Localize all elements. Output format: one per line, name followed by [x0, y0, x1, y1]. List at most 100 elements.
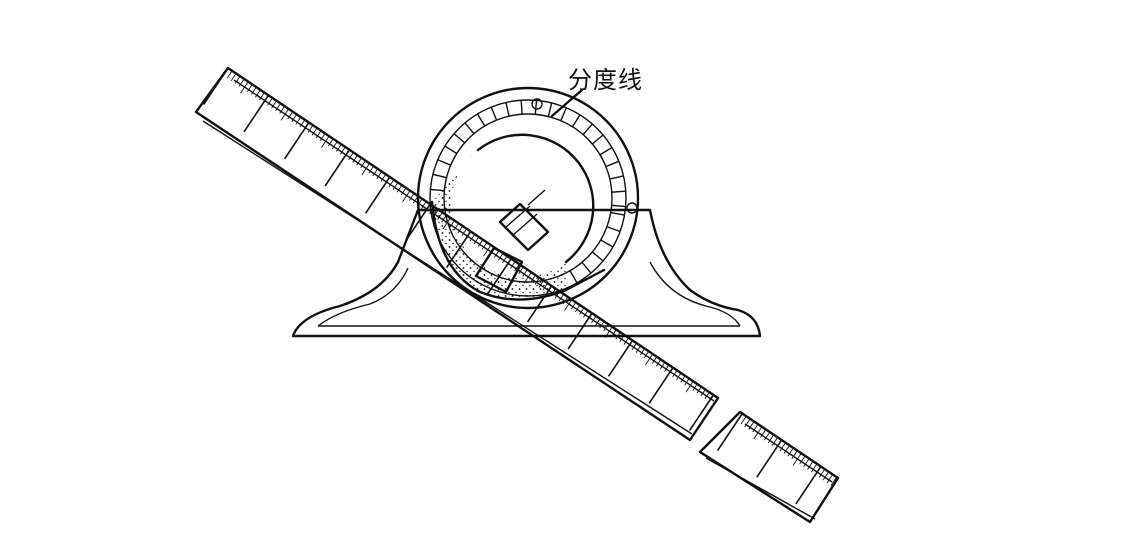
- rule-tick: [238, 78, 245, 87]
- lock-marker: [626, 202, 638, 214]
- rule-tick: [388, 179, 395, 188]
- rule-tick: [518, 266, 525, 275]
- rule-tick: [380, 173, 387, 182]
- rule-tick: [664, 363, 670, 372]
- rule-tick: [803, 459, 809, 468]
- rule-tick: [461, 228, 468, 237]
- rule-tick: [615, 331, 622, 340]
- graduation-tick: [444, 145, 458, 155]
- rule-tick: [356, 157, 363, 166]
- graduated-ring: [416, 86, 640, 310]
- rule-tick: [311, 127, 318, 136]
- rule-tick: [514, 263, 520, 272]
- rule-tick: [489, 247, 496, 256]
- rule-tick: [740, 416, 747, 425]
- rule-tick: [830, 477, 837, 486]
- rule-tick: [368, 165, 375, 174]
- rule-tick: [603, 323, 610, 332]
- rule-tick: [421, 200, 427, 209]
- rule-tick: [542, 282, 549, 291]
- rule-tick: [267, 97, 273, 106]
- rule-tick: [648, 366, 675, 404]
- rule-tick: [498, 252, 504, 261]
- rule-tick: [764, 432, 770, 441]
- rule-tick: [250, 86, 257, 95]
- graduation-tick: [611, 204, 626, 208]
- graduation-tick: [591, 134, 604, 145]
- graduation-tick: [505, 102, 510, 117]
- rule-tick: [405, 203, 432, 241]
- rule-tick: [340, 146, 346, 155]
- rule-tick: [234, 75, 241, 84]
- rule-tick: [639, 347, 646, 356]
- rule-tick: [779, 443, 786, 452]
- rule-tick: [564, 298, 573, 311]
- graduation-marks: [430, 100, 626, 284]
- rule-tick: [327, 138, 334, 147]
- rule-tick: [604, 325, 614, 338]
- graduation-tick: [490, 106, 498, 121]
- rule-tick: [202, 67, 229, 106]
- rule-tick: [255, 89, 261, 98]
- rule-tick: [433, 209, 439, 218]
- rule-tick: [502, 255, 508, 264]
- rule-tick: [287, 111, 294, 120]
- rule-tick: [315, 130, 322, 139]
- rule-tick: [246, 84, 253, 93]
- graduation-tick: [610, 211, 625, 216]
- rule-tick: [324, 149, 351, 187]
- rule-tick: [579, 306, 585, 315]
- rule-tick: [412, 195, 419, 204]
- rule-tick: [822, 472, 829, 481]
- rule-tick: [271, 100, 277, 109]
- rule-tick: [791, 451, 798, 460]
- rule-tick: [280, 108, 290, 121]
- graduation-tick: [534, 100, 538, 115]
- rule-tick: [787, 448, 794, 457]
- rule-tick: [595, 317, 601, 326]
- rule-tick: [523, 271, 533, 284]
- graduation-tick: [571, 114, 581, 128]
- rule-tick: [526, 284, 553, 323]
- rule-tick: [753, 427, 762, 440]
- rule-tick: [291, 113, 298, 122]
- graduation-tick: [582, 123, 593, 136]
- rule-tick: [688, 393, 715, 432]
- graduation-tick: [437, 159, 451, 166]
- graduation-tick: [605, 160, 620, 168]
- rule-tick: [453, 222, 460, 231]
- rule-tick: [643, 350, 650, 359]
- rule-tick: [226, 70, 233, 79]
- graduation-tick: [581, 261, 592, 274]
- rule-tick: [672, 369, 678, 378]
- rule-tick: [826, 475, 833, 484]
- rule-tick: [522, 268, 529, 277]
- protractor-base: [291, 208, 762, 338]
- rule-tick: [752, 424, 759, 433]
- graduation-tick: [606, 226, 621, 233]
- rule-tick: [645, 353, 654, 366]
- rule-tick: [631, 342, 638, 351]
- rule-tick: [259, 92, 265, 101]
- rule-tick: [336, 143, 342, 152]
- rule-tick: [792, 453, 802, 466]
- rule-tick: [295, 116, 302, 125]
- rule-tick: [676, 372, 682, 381]
- rule-tick: [716, 413, 743, 452]
- rule-tick: [696, 385, 703, 394]
- rule-tick: [279, 105, 286, 114]
- rule-tick: [748, 421, 755, 430]
- rule-tick: [240, 81, 249, 94]
- rule-tick: [307, 124, 314, 133]
- rule-tick: [744, 419, 751, 428]
- rule-tick: [767, 435, 774, 444]
- rule-tick: [230, 73, 237, 82]
- rule-tick: [607, 339, 634, 377]
- rule-tick: [400, 187, 407, 196]
- graduation-tick: [432, 173, 447, 179]
- rule-tick: [651, 355, 658, 364]
- graduation-tick: [591, 251, 604, 262]
- rule-tick: [771, 437, 778, 446]
- rule-tick: [321, 135, 330, 148]
